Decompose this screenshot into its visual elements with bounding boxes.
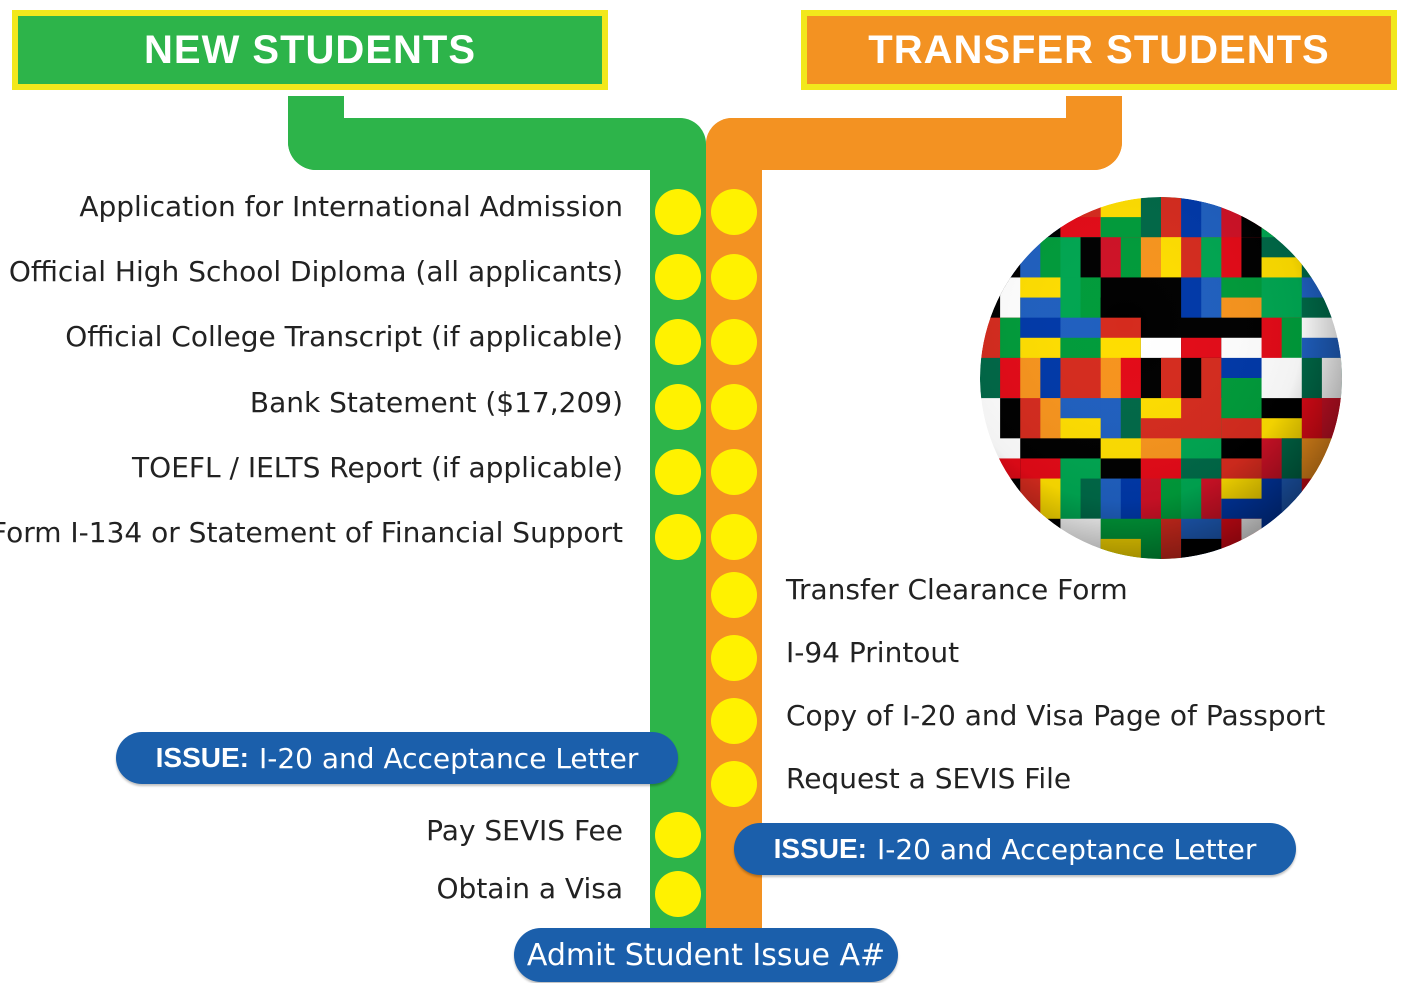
transfer-step-clearance: Transfer Clearance Form bbox=[786, 573, 1128, 606]
transfer-step-dot bbox=[711, 254, 757, 300]
transfer-step-dot bbox=[711, 635, 757, 681]
new-issue-badge: ISSUE: I-20 and Acceptance Letter bbox=[116, 732, 678, 784]
issue-label: ISSUE: bbox=[773, 833, 867, 864]
new-step-sevis-fee: Pay SEVIS Fee bbox=[426, 814, 623, 847]
new-step-visa: Obtain a Visa bbox=[436, 872, 624, 905]
new-step-dot bbox=[655, 319, 701, 365]
new-step-form-i134: Form I-134 or Statement of Financial Sup… bbox=[0, 516, 623, 549]
new-step-dot bbox=[655, 871, 701, 917]
new-step-dot bbox=[655, 384, 701, 430]
new-students-connector-horizontal bbox=[288, 118, 704, 170]
new-step-dot bbox=[655, 254, 701, 300]
new-students-header: NEW STUDENTS bbox=[12, 10, 608, 90]
new-step-dot bbox=[655, 514, 701, 560]
issue-label: ISSUE: bbox=[155, 742, 249, 773]
new-step-transcript: Official College Transcript (if applicab… bbox=[65, 320, 623, 353]
transfer-step-dot bbox=[711, 698, 757, 744]
transfer-step-dot bbox=[711, 449, 757, 495]
new-step-diploma: Official High School Diploma (all applic… bbox=[8, 255, 623, 288]
transfer-step-dot bbox=[711, 572, 757, 618]
transfer-step-dot bbox=[711, 384, 757, 430]
issue-text: I-20 and Acceptance Letter bbox=[877, 832, 1257, 866]
transfer-step-sevis-request: Request a SEVIS File bbox=[786, 762, 1072, 795]
transfer-step-dot bbox=[711, 514, 757, 560]
new-step-application: Application for International Admission bbox=[79, 190, 623, 223]
transfer-students-connector-horizontal bbox=[706, 118, 1122, 170]
new-step-dot bbox=[655, 812, 701, 858]
issue-text: I-20 and Acceptance Letter bbox=[259, 741, 639, 775]
flags-globe-icon bbox=[980, 197, 1342, 559]
new-step-bank-statement: Bank Statement ($17,209) bbox=[249, 386, 623, 419]
new-step-dot bbox=[655, 189, 701, 235]
transfer-step-dot bbox=[711, 761, 757, 807]
transfer-issue-badge: ISSUE: I-20 and Acceptance Letter bbox=[734, 823, 1296, 875]
transfer-step-passport-copy: Copy of I-20 and Visa Page of Passport bbox=[786, 699, 1326, 732]
admit-student-badge: Admit Student Issue A# bbox=[514, 928, 898, 982]
new-step-dot bbox=[655, 449, 701, 495]
transfer-step-dot bbox=[711, 319, 757, 365]
transfer-step-dot bbox=[711, 189, 757, 235]
transfer-step-i94: I-94 Printout bbox=[786, 636, 960, 669]
new-step-toefl: TOEFL / IELTS Report (if applicable) bbox=[132, 451, 623, 484]
transfer-students-header: TRANSFER STUDENTS bbox=[801, 10, 1397, 90]
